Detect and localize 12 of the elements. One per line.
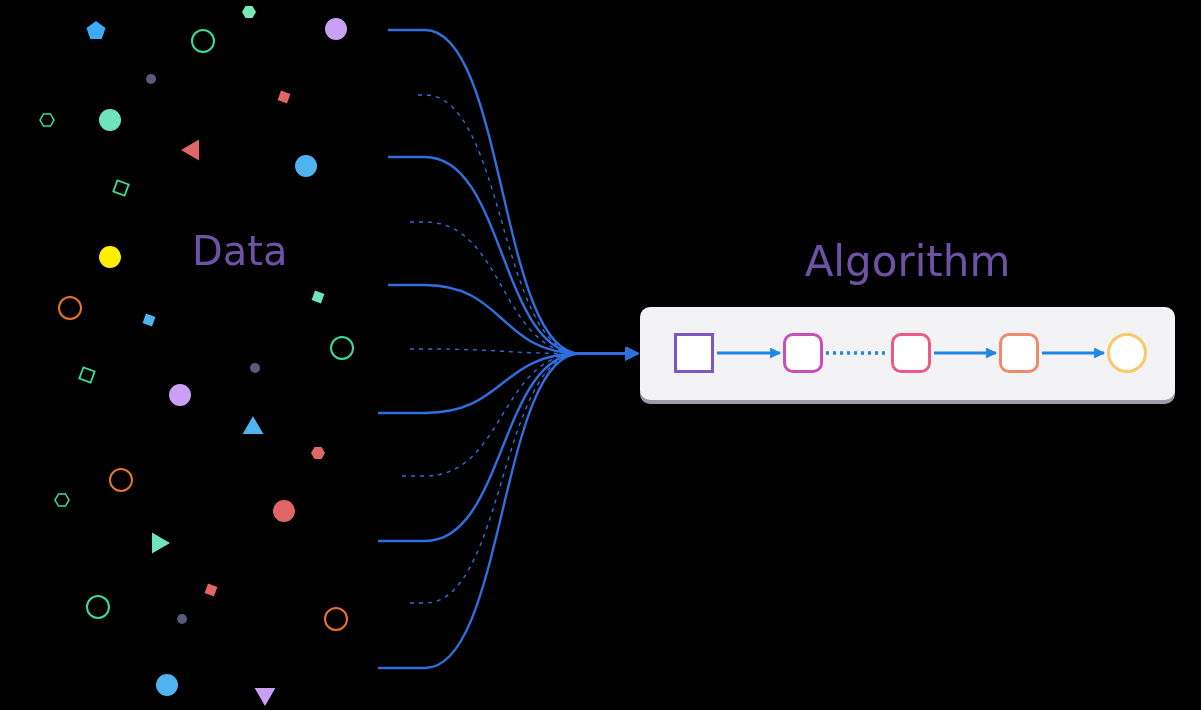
arrow	[934, 347, 998, 359]
arrow	[717, 347, 782, 359]
circle-step	[1107, 333, 1147, 373]
arrow	[378, 346, 640, 670]
rounded-square-step	[783, 333, 823, 373]
box-step	[674, 333, 714, 373]
dotted-connector	[826, 351, 888, 355]
arrow	[1042, 347, 1106, 359]
rounded-square-step	[891, 333, 931, 373]
heading: Algorithm	[803, 237, 1012, 287]
data-label: Data	[192, 228, 288, 274]
rounded-square-step	[999, 333, 1039, 373]
